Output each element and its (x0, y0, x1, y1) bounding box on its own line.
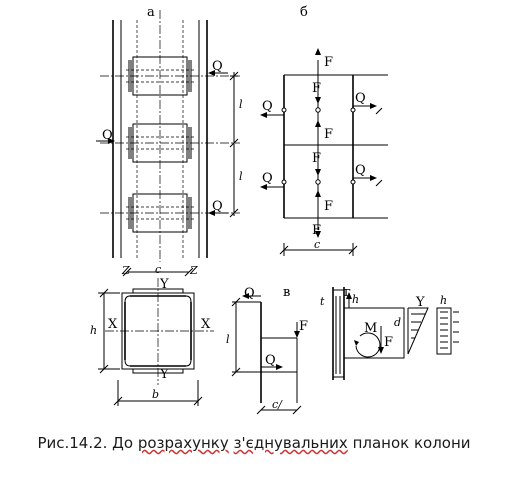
label-h-g: h (352, 293, 359, 306)
label-b-dim: b (152, 388, 159, 401)
label-f-5: F (324, 199, 333, 214)
caption-underlined-2: з'єднувальних (233, 434, 348, 452)
label-f-v: F (299, 319, 308, 334)
label-q-mid: Q (102, 128, 113, 143)
label-v: в (283, 285, 290, 300)
caption-suffix: планок колони (347, 434, 471, 452)
caption-underlined-1: розрахунку (137, 434, 229, 452)
label-q-b2: Q (355, 91, 366, 106)
caption-prefix: Рис.14.2. До (37, 434, 138, 452)
label-q-top: Q (212, 59, 223, 74)
label-h-side: h (90, 324, 97, 337)
label-f-2: F (312, 81, 321, 96)
label-y-bottom: Y (159, 367, 169, 382)
label-d: d (394, 316, 401, 329)
label-q-v2: Q (265, 353, 276, 368)
label-a: а (147, 5, 155, 20)
label-l-v: l (226, 333, 230, 346)
label-z-right: Z (189, 264, 198, 277)
label-f-3: F (324, 127, 333, 142)
label-f-g: F (384, 335, 393, 350)
label-t: t (320, 295, 325, 308)
label-q-bottom: Q (212, 199, 223, 214)
label-g: г (344, 285, 351, 300)
label-c-top: c (155, 263, 161, 276)
figure-caption: Рис.14.2. До розрахунку з'єднувальних пл… (0, 434, 508, 452)
label-f-4: F (312, 151, 321, 166)
label-q-b3: Q (262, 171, 273, 186)
label-l-upper: l (239, 98, 243, 111)
panel-v-scheme (231, 293, 302, 415)
label-q-v1: Q (244, 286, 255, 301)
label-m: M (364, 321, 377, 336)
label-x-left: X (108, 317, 118, 332)
label-b: б (300, 5, 308, 20)
label-z-left: Z (121, 264, 130, 277)
label-q-b1: Q (262, 99, 273, 114)
panel-a-column-elevation (96, 10, 240, 262)
cross-section (98, 267, 214, 406)
label-q-b4: Q (355, 163, 366, 178)
label-f-1: F (324, 55, 333, 70)
panel-b-frame-scheme (260, 48, 388, 256)
label-h-g2: h (440, 294, 447, 307)
panel-g-joint (332, 287, 459, 380)
label-f-6: F (312, 223, 321, 238)
label-c: c (314, 238, 320, 251)
label-y-top: Y (159, 277, 169, 292)
label-c1: c/ (272, 398, 283, 411)
label-l-lower: l (239, 170, 243, 183)
label-y-g: Y (415, 295, 425, 310)
label-x-right: X (201, 317, 211, 332)
